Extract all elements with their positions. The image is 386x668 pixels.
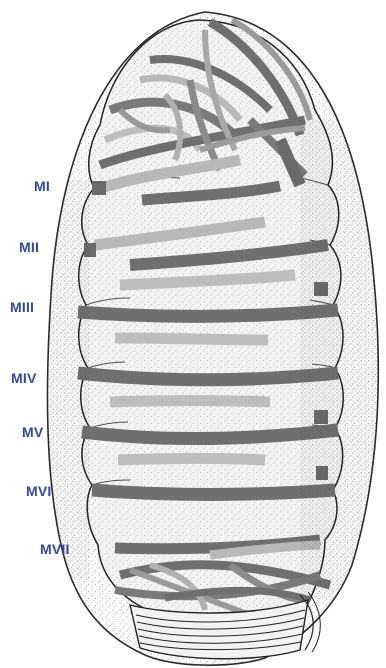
larva-illustration <box>0 0 386 668</box>
larva-muscle-diagram: MI MII MIII MIV MV MVI MVII <box>0 0 386 668</box>
